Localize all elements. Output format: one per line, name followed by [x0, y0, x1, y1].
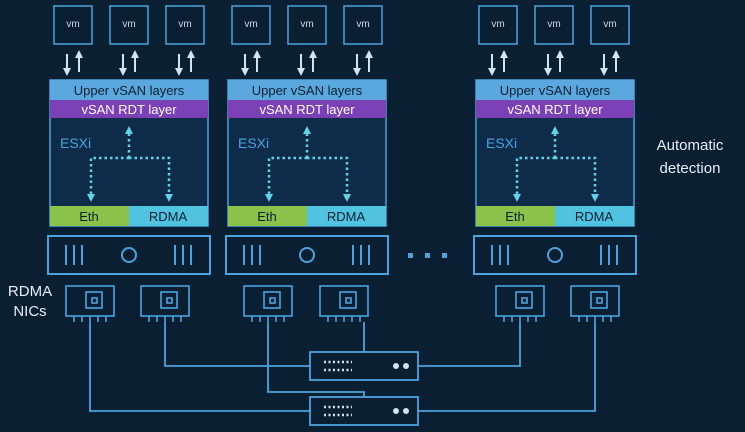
vsan-rdt-layer-label: vSAN RDT layer — [507, 102, 603, 117]
host-2: vm vm vm Upper vSAN layers vSAN RDT laye… — [225, 5, 389, 275]
rdma-nics-label-line-1: RDMA — [8, 283, 52, 300]
eth-bar — [50, 206, 129, 226]
rdma-bar — [129, 206, 208, 226]
eth-bar — [476, 206, 555, 226]
dotted-path-arrows — [513, 126, 599, 202]
vm-label: vm — [491, 19, 504, 30]
vm-label: vm — [547, 19, 560, 30]
rdma-bar — [307, 206, 386, 226]
vm-group-1: vm vm vm — [53, 5, 205, 45]
vm-box — [53, 5, 93, 45]
vm-label: vm — [178, 19, 191, 30]
server-chassis-icon — [47, 235, 211, 275]
network-card-icon — [319, 285, 369, 322]
network-switch-icon — [309, 396, 419, 426]
vm-label: vm — [300, 19, 313, 30]
network-card-icon — [243, 285, 293, 322]
vm-box — [478, 5, 518, 45]
vm-box — [231, 5, 271, 45]
network-card-icon — [140, 285, 190, 322]
network-card-icon — [495, 285, 545, 322]
upper-vsan-layers-bar — [228, 80, 386, 100]
dotted-path-arrows — [87, 126, 173, 202]
upper-vsan-layers-bar — [50, 80, 208, 100]
network-card-icon — [570, 285, 620, 322]
automatic-detection-label-line-2: detection — [660, 160, 721, 177]
host-1: vm vm vm Upper vSAN layers vSAN RDT laye… — [47, 5, 211, 275]
upper-vsan-layers-label: Upper vSAN layers — [252, 83, 363, 98]
rdma-nics-label: RDMA NICs — [8, 283, 52, 320]
vm-label: vm — [603, 19, 616, 30]
server-chassis-icon — [225, 235, 389, 275]
vm-label: vm — [66, 19, 79, 30]
vm-label: vm — [356, 19, 369, 30]
upper-vsan-layers-bar — [476, 80, 634, 100]
vm-box — [165, 5, 205, 45]
vsan-rdt-layer-bar — [476, 100, 634, 118]
vm-box — [590, 5, 630, 45]
upper-vsan-layers-label: Upper vSAN layers — [74, 83, 185, 98]
esxi-label: ESXi — [486, 135, 517, 151]
automatic-detection-label: Automatic detection — [657, 137, 724, 177]
eth-bar — [228, 206, 307, 226]
server-chassis-icon — [473, 235, 637, 275]
vm-group-3: vm vm vm — [478, 5, 630, 45]
upper-vsan-layers-label: Upper vSAN layers — [500, 83, 611, 98]
rdma-label: RDMA — [327, 209, 366, 224]
rdma-label: RDMA — [149, 209, 188, 224]
vm-box — [534, 5, 574, 45]
vsan-rdt-layer-bar — [228, 100, 386, 118]
automatic-detection-label-line-1: Automatic — [657, 137, 724, 154]
esxi-label: ESXi — [60, 135, 91, 151]
network-switch-icon — [309, 351, 419, 381]
up-down-arrows-icon — [63, 50, 195, 76]
ellipsis-icon — [408, 253, 447, 258]
dotted-path-arrows — [265, 126, 351, 202]
vsan-rdt-layer-label: vSAN RDT layer — [259, 102, 355, 117]
host-3: vm vm vm Upper vSAN layers vSAN RDT laye… — [473, 5, 637, 275]
rdma-bar — [555, 206, 634, 226]
vm-group-2: vm vm vm — [231, 5, 383, 45]
network-cables — [89, 322, 596, 412]
up-down-arrows-icon — [488, 50, 620, 76]
up-down-arrows-icon — [241, 50, 373, 76]
rdma-nics-label-line-2: NICs — [13, 303, 46, 320]
eth-label: Eth — [257, 209, 277, 224]
eth-label: Eth — [79, 209, 99, 224]
esxi-label: ESXi — [238, 135, 269, 151]
vm-box — [287, 5, 327, 45]
vsan-rdt-layer-label: vSAN RDT layer — [81, 102, 177, 117]
vsan-rdt-layer-bar — [50, 100, 208, 118]
vm-label: vm — [244, 19, 257, 30]
eth-label: Eth — [505, 209, 525, 224]
vm-label: vm — [122, 19, 135, 30]
vm-box — [343, 5, 383, 45]
rdma-label: RDMA — [575, 209, 614, 224]
network-card-icon — [65, 285, 115, 322]
vm-box — [109, 5, 149, 45]
